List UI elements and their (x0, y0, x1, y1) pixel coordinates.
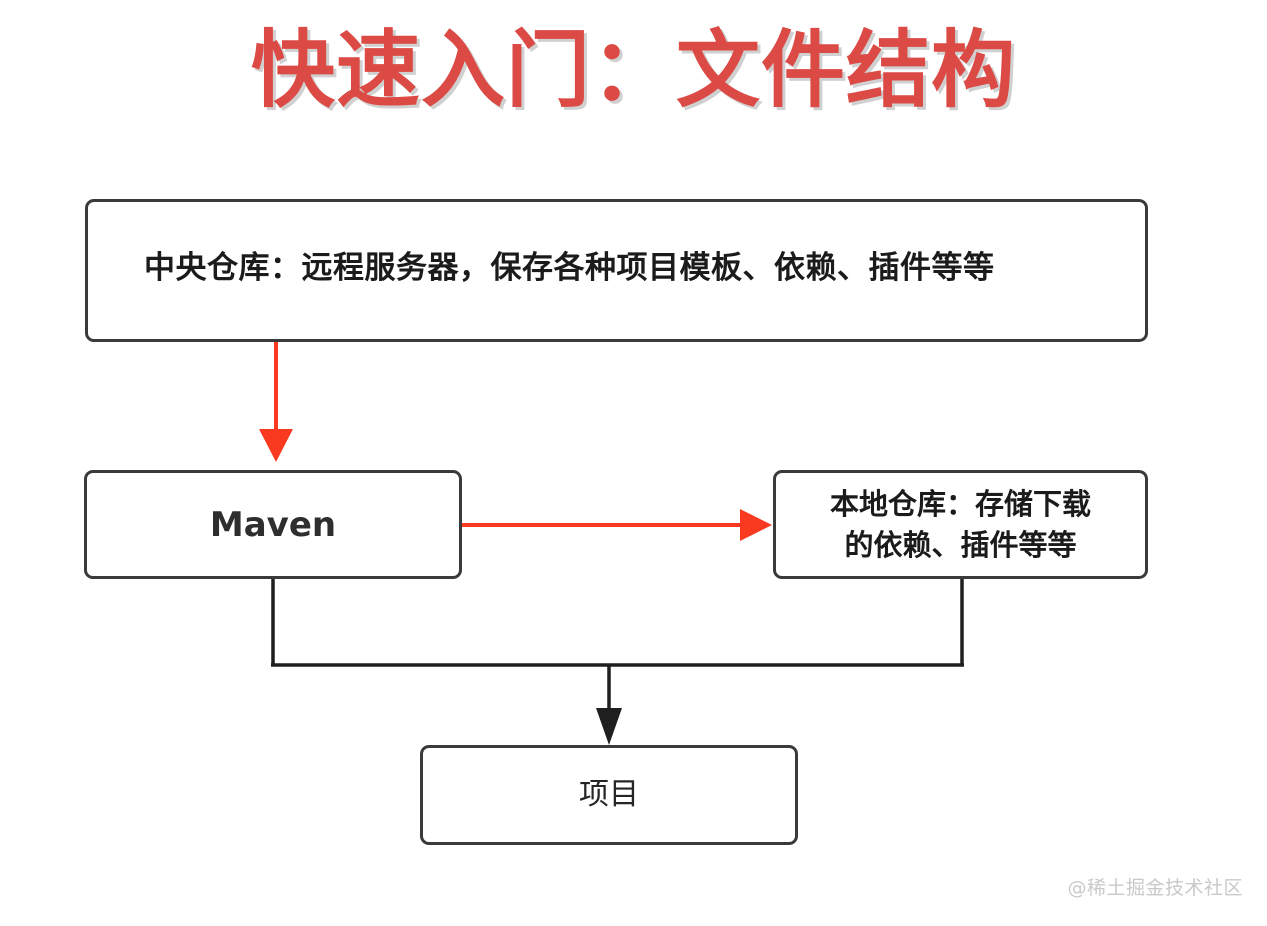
node-local-repository-label-line2: 的依赖、插件等等 (844, 527, 1077, 562)
node-project-label: 项目 (579, 777, 639, 812)
node-local-repository[interactable]: 本地仓库：存储下载 的依赖、插件等等 (773, 470, 1148, 579)
node-local-repository-label-line1: 本地仓库：存储下载 (829, 486, 1091, 521)
node-central-repository[interactable]: 中央仓库：远程服务器，保存各种项目模板、依赖、插件等等 (85, 199, 1148, 342)
node-local-repository-label: 本地仓库：存储下载 的依赖、插件等等 (790, 484, 1131, 566)
edge-central-to-maven (259, 342, 293, 462)
node-maven-label: Maven (209, 504, 337, 545)
watermark: @稀土掘金技术社区 (1067, 877, 1243, 899)
page-title: 快速入门：文件结构 (250, 21, 1016, 119)
node-central-repository-label: 中央仓库：远程服务器，保存各种项目模板、依赖、插件等等 (144, 249, 995, 286)
edge-bus-to-project (596, 665, 622, 745)
node-maven[interactable]: Maven (84, 470, 462, 579)
node-project[interactable]: 项目 (420, 745, 798, 845)
edge-maven-to-local (461, 509, 772, 541)
